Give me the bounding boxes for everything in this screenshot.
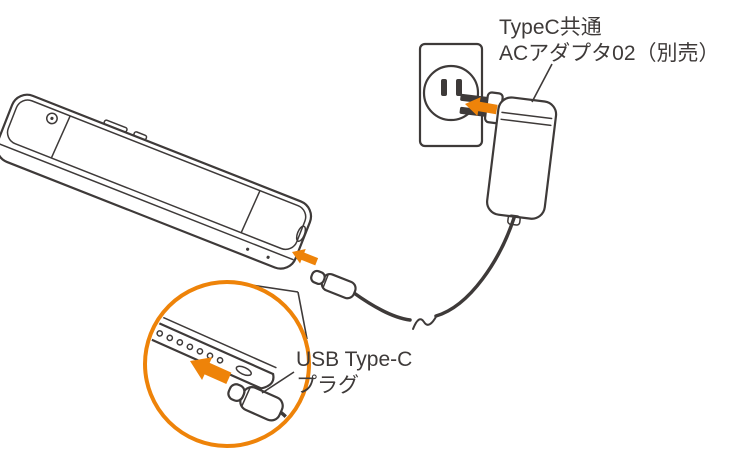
edge-top-line [148,295,275,376]
volume-button [103,119,128,133]
adapter-body-group [486,96,558,226]
cable-break-icon [412,314,438,330]
magnified-phone-edge [148,289,277,390]
phone-body [0,93,313,270]
adapter-strain-relief [507,214,521,226]
power-button [133,131,148,141]
label-adapter-line1: TypeC共通 [499,16,602,39]
phone-edge-divider [0,143,294,261]
leader-line-plug [261,371,295,394]
usb-plug-main [310,269,357,300]
edge-corner-curve [260,372,275,390]
adapter-body [486,96,558,220]
prong-upper [460,93,489,104]
speaker-grille-holes [156,330,224,364]
usb-port-magnified [235,365,252,377]
speaker-hole [266,255,270,259]
phone-antenna-seam-left [51,116,71,158]
phone-back-panel [6,99,307,251]
label-plug-line2: プラグ [296,374,359,397]
edge-bottom-line [148,312,263,390]
usb-cable-right-segment [434,216,516,318]
magnifier-circle-icon [143,280,311,448]
label-adapter-line2: ACアダプタ02（別売） [499,42,720,65]
adapter-seam-2 [500,118,552,127]
mic-hole [246,247,250,251]
usb-port [295,225,307,243]
magnified-plug-collar-line [241,386,251,407]
camera-lens-dot [50,116,54,121]
camera-icon [45,112,58,125]
edge-seam-line [148,289,277,369]
magnified-plug-nose [227,383,246,402]
phone-illustration [0,93,313,270]
magnified-view [148,289,303,442]
phone-antenna-seam-right [240,190,261,233]
leader-line-adapter [531,63,553,103]
plug-nose [310,269,326,286]
usb-cable-left-segment [352,291,412,322]
plug-collar-line [322,273,329,289]
outlet-slot-left [441,79,447,96]
wall-outlet [418,42,484,148]
adapter-seam-1 [501,111,553,120]
outlet-socket-circle [422,64,480,122]
outlet-slot-right [456,79,462,96]
outlet-plate [418,42,484,148]
label-plug-line1: USB Type-C [296,348,412,371]
